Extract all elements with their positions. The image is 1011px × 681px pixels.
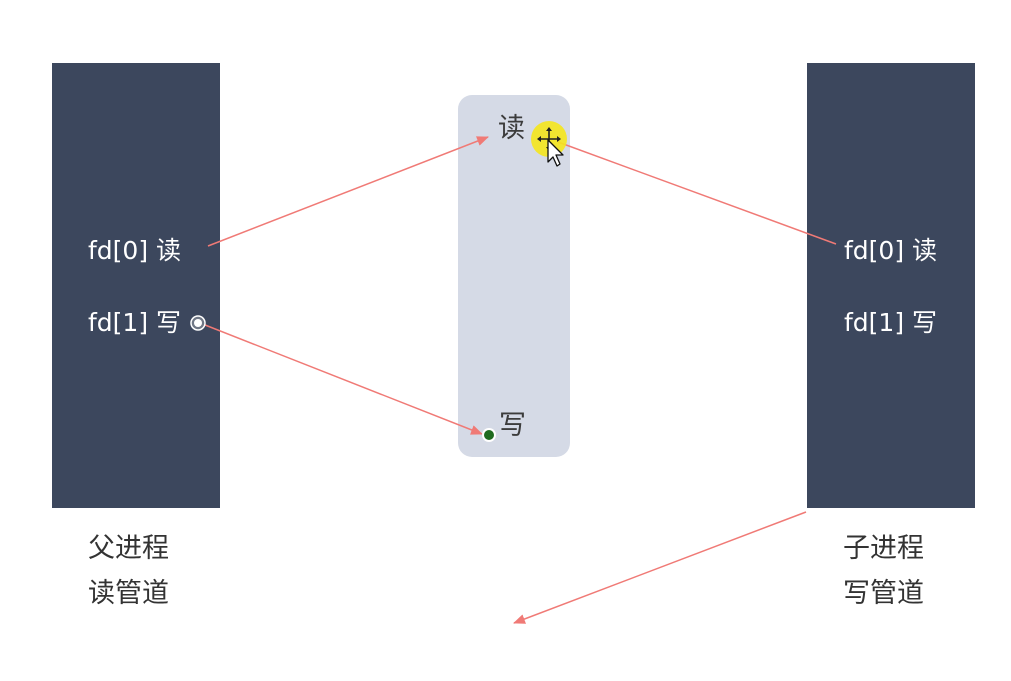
arrow-dangling-from-child[interactable]: [513, 511, 807, 624]
child-fd1-label: fd[1] 写: [844, 308, 938, 337]
parent-caption-line2: 读管道: [88, 578, 169, 609]
line-child-fd0-to-pipe-read[interactable]: [557, 141, 837, 245]
arrow-parent-fd1-to-pipe-write[interactable]: [199, 322, 483, 435]
child-caption-line1: 子进程: [843, 533, 924, 564]
pipe-read-label: 读: [498, 113, 525, 144]
pipe-block[interactable]: [458, 95, 570, 457]
child-caption-line2: 写管道: [843, 578, 924, 609]
parent-fd1-label: fd[1] 写: [88, 308, 182, 337]
child-process-block[interactable]: [807, 63, 975, 508]
parent-caption-line1: 父进程: [88, 533, 169, 564]
pipe-write-label: 写: [499, 410, 526, 441]
child-fd0-label: fd[0] 读: [844, 236, 938, 265]
parent-process-block[interactable]: [52, 63, 220, 508]
arrow-parent-fd0-to-pipe-read[interactable]: [207, 136, 489, 247]
parent-fd0-label: fd[0] 读: [88, 236, 182, 265]
